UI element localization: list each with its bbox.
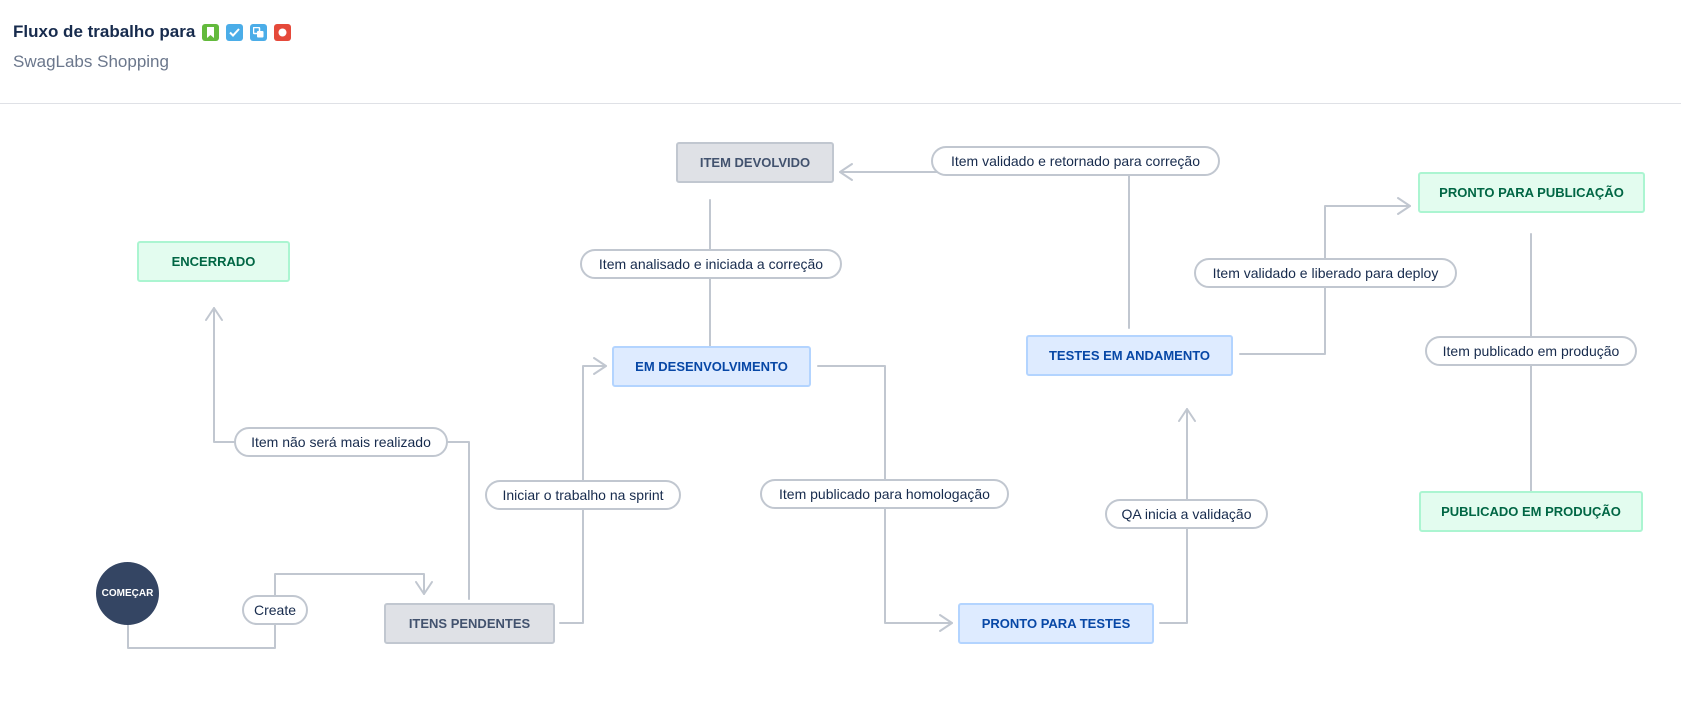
- status-em-desenvolvimento[interactable]: EM DESENVOLVIMENTO: [612, 346, 811, 387]
- connector-qa-valida: [1159, 408, 1188, 624]
- status-testes-em-andamento[interactable]: TESTES EM ANDAMENTO: [1026, 335, 1233, 376]
- task-icon: [226, 23, 244, 41]
- status-item-devolvido[interactable]: ITEM DEVOLVIDO: [676, 142, 834, 183]
- status-pronto-para-publicacao[interactable]: PRONTO PARA PUBLICAÇÃO: [1418, 172, 1645, 213]
- arrowhead: [415, 581, 433, 595]
- transition-iniciar-sprint[interactable]: Iniciar o trabalho na sprint: [485, 480, 681, 510]
- transition-qa-valida[interactable]: QA inicia a validação: [1105, 499, 1268, 529]
- status-pronto-para-testes[interactable]: PRONTO PARA TESTES: [958, 603, 1154, 644]
- arrowhead: [1178, 408, 1196, 422]
- transition-validado-retornado[interactable]: Item validado e retornado para correção: [931, 146, 1220, 176]
- transition-publicado-producao[interactable]: Item publicado em produção: [1425, 336, 1637, 366]
- transition-publicado-homologacao[interactable]: Item publicado para homologação: [760, 479, 1009, 509]
- subtask-icon: [250, 23, 268, 41]
- arrowhead: [1397, 197, 1411, 215]
- workflow-header: Fluxo de trabalho para SwagLabs Shopping: [0, 0, 1681, 104]
- status-encerrado[interactable]: ENCERRADO: [137, 241, 290, 282]
- transition-nao-realizado[interactable]: Item não será mais realizado: [234, 427, 448, 457]
- status-itens-pendentes[interactable]: ITENS PENDENTES: [384, 603, 555, 644]
- workflow-diagram: COMEÇAR ITEM DEVOLVIDO ENCERRADO EM DESE…: [0, 104, 1681, 719]
- bug-icon: [274, 23, 292, 41]
- workflow-title: Fluxo de trabalho para: [13, 22, 196, 41]
- arrowhead: [839, 163, 853, 181]
- story-icon: [202, 23, 220, 41]
- status-publicado-em-producao[interactable]: PUBLICADO EM PRODUÇÃO: [1419, 491, 1643, 532]
- project-name: SwagLabs Shopping: [13, 52, 169, 71]
- title-row: Fluxo de trabalho para: [13, 22, 292, 42]
- connector-validado-retornado: [839, 171, 1130, 329]
- arrowhead: [205, 307, 223, 321]
- transition-validado-liberado[interactable]: Item validado e liberado para deploy: [1194, 258, 1457, 288]
- transition-analisado-correcao[interactable]: Item analisado e iniciada a correção: [580, 249, 842, 279]
- arrowhead: [939, 614, 953, 632]
- arrowhead: [593, 357, 607, 375]
- transition-create[interactable]: Create: [242, 595, 308, 625]
- start-node: COMEÇAR: [96, 562, 159, 625]
